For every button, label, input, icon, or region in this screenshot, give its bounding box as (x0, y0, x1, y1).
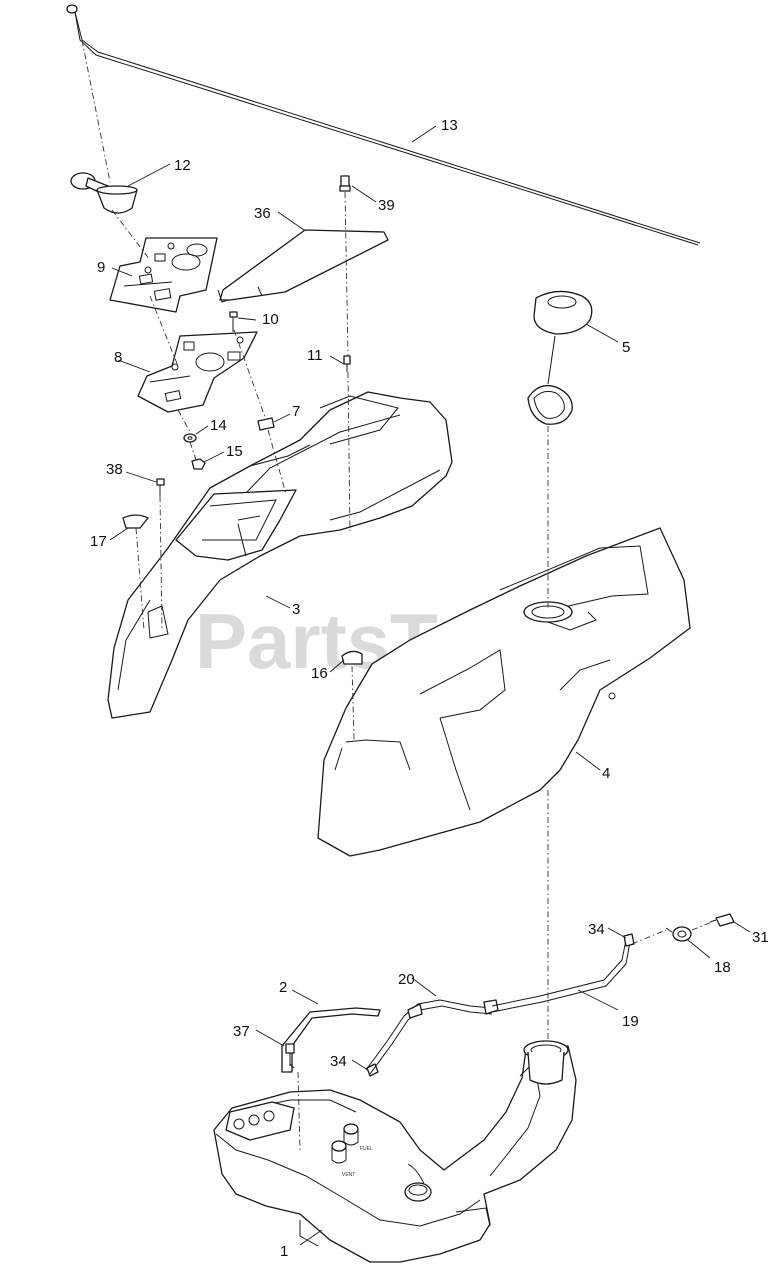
part-14-washer (183, 433, 197, 443)
callout-9[interactable]: 9 (97, 259, 105, 276)
callout-10[interactable]: 10 (262, 311, 279, 328)
part-39-screw (339, 175, 351, 192)
callout-12[interactable]: 12 (174, 157, 191, 174)
part-9-plate (109, 237, 218, 313)
callout-34-upper[interactable]: 34 (588, 921, 605, 938)
callout-38[interactable]: 38 (106, 461, 123, 478)
assembly-lines (81, 39, 713, 1151)
callouts: 1 2 3 4 5 7 8 9 10 11 12 13 14 15 16 17 … (90, 117, 769, 1260)
callout-11[interactable]: 11 (307, 347, 323, 364)
fuel-marking: FUEL (360, 1146, 373, 1152)
part-13-rod (66, 4, 701, 246)
callout-16[interactable]: 16 (311, 665, 328, 682)
part-8-plate (137, 331, 258, 413)
part-19-fuel-line (491, 939, 631, 1013)
part-20-fuel-line (365, 999, 499, 1075)
callout-37[interactable]: 37 (233, 1023, 250, 1040)
part-38-screw (156, 478, 165, 496)
part-18-clamp (665, 926, 692, 942)
part-34-clamp-upper (623, 933, 635, 947)
part-3-shroud (107, 391, 453, 719)
part-10-screw (229, 311, 238, 332)
part-17-grommet (122, 514, 149, 529)
callout-18[interactable]: 18 (714, 959, 731, 976)
part-1-fuel-tank: FUEL VENT (213, 1040, 577, 1263)
callout-4[interactable]: 4 (602, 765, 610, 782)
part-37-bolt (285, 1043, 295, 1066)
callout-39[interactable]: 39 (378, 197, 395, 214)
callout-3[interactable]: 3 (292, 601, 300, 618)
callout-1[interactable]: 1 (280, 1243, 288, 1260)
part-7-clip (257, 417, 275, 431)
callout-17[interactable]: 17 (90, 533, 107, 550)
part-5-fuel-cap (527, 290, 593, 425)
callout-15[interactable]: 15 (226, 443, 243, 460)
part-2-bracket (281, 1007, 381, 1073)
vent-marking: VENT (342, 1172, 355, 1178)
part-31-fitting (709, 913, 735, 927)
callout-19[interactable]: 19 (622, 1013, 639, 1030)
callout-14[interactable]: 14 (210, 417, 227, 434)
callout-7[interactable]: 7 (292, 403, 300, 420)
part-4-rear-shroud (317, 527, 691, 857)
part-15-nut (191, 458, 206, 470)
callout-5[interactable]: 5 (622, 339, 630, 356)
part-12-knob (70, 172, 138, 214)
callout-34-lower[interactable]: 34 (330, 1053, 347, 1070)
callout-2[interactable]: 2 (279, 979, 287, 996)
part-36-cover (217, 229, 389, 303)
callout-13[interactable]: 13 (441, 117, 458, 134)
callout-36[interactable]: 36 (254, 205, 271, 222)
callout-20[interactable]: 20 (398, 971, 415, 988)
part-16-grommet (341, 650, 363, 665)
leader-lines (109, 125, 751, 1246)
part-11-screw (343, 355, 351, 372)
callout-31[interactable]: 31 (752, 929, 769, 946)
callout-8[interactable]: 8 (114, 349, 122, 366)
